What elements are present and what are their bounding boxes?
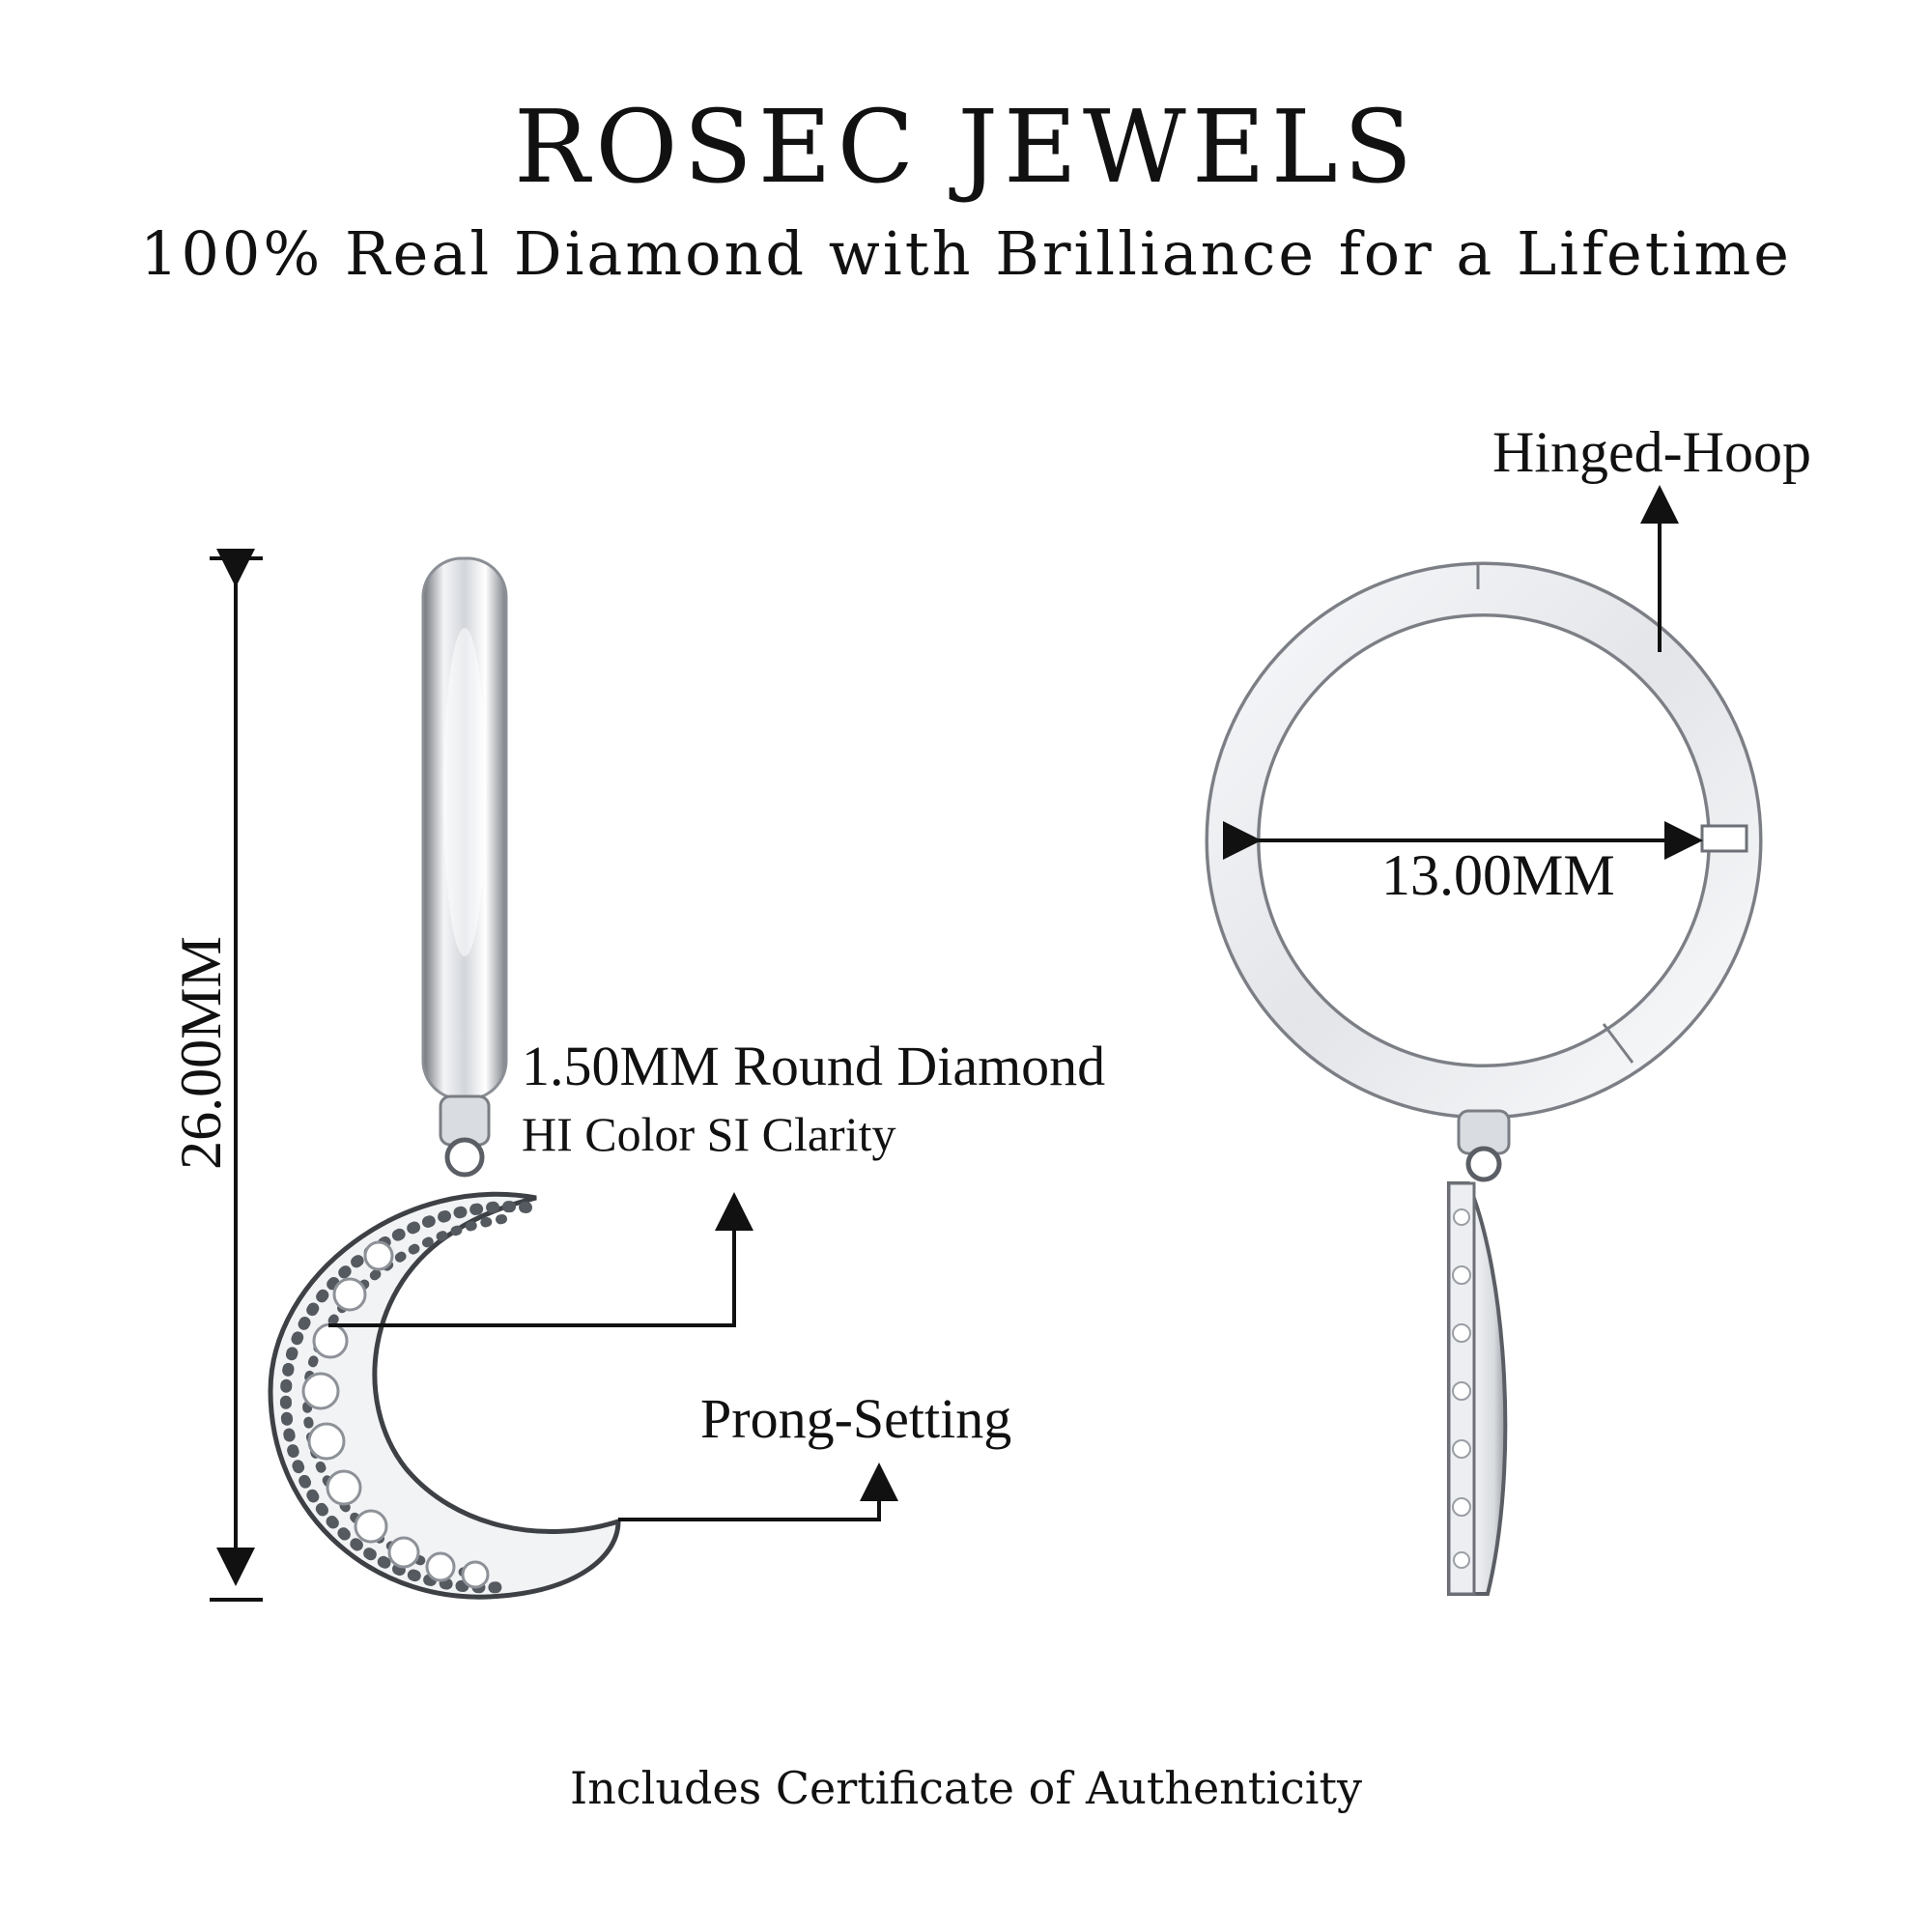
prong-callout-arrow bbox=[618, 1463, 898, 1521]
moon-charm-side-view bbox=[1447, 1181, 1508, 1596]
length-dimension bbox=[210, 549, 263, 1602]
hoop-side-view bbox=[421, 556, 508, 1178]
tagline: 100% Real Diamond with Brilliance for a … bbox=[140, 218, 1792, 289]
diamond-quality-label: HI Color SI Clarity bbox=[522, 1107, 896, 1161]
setting-label: Prong-Setting bbox=[700, 1387, 1012, 1450]
diamond-callout-arrow bbox=[328, 1192, 753, 1327]
total-length-label: 26.00MM bbox=[169, 936, 233, 1170]
hoop-diameter-label: 13.00MM bbox=[1381, 843, 1615, 907]
certificate-note: Includes Certificate of Authenticity bbox=[570, 1762, 1362, 1814]
brand-title: ROSEC JEWELS bbox=[513, 88, 1419, 206]
hinge-label: Hinged-Hoop bbox=[1492, 420, 1811, 484]
diamond-size-label: 1.50MM Round Diamond bbox=[522, 1035, 1106, 1097]
crescent-moon-charm bbox=[268, 1191, 621, 1600]
